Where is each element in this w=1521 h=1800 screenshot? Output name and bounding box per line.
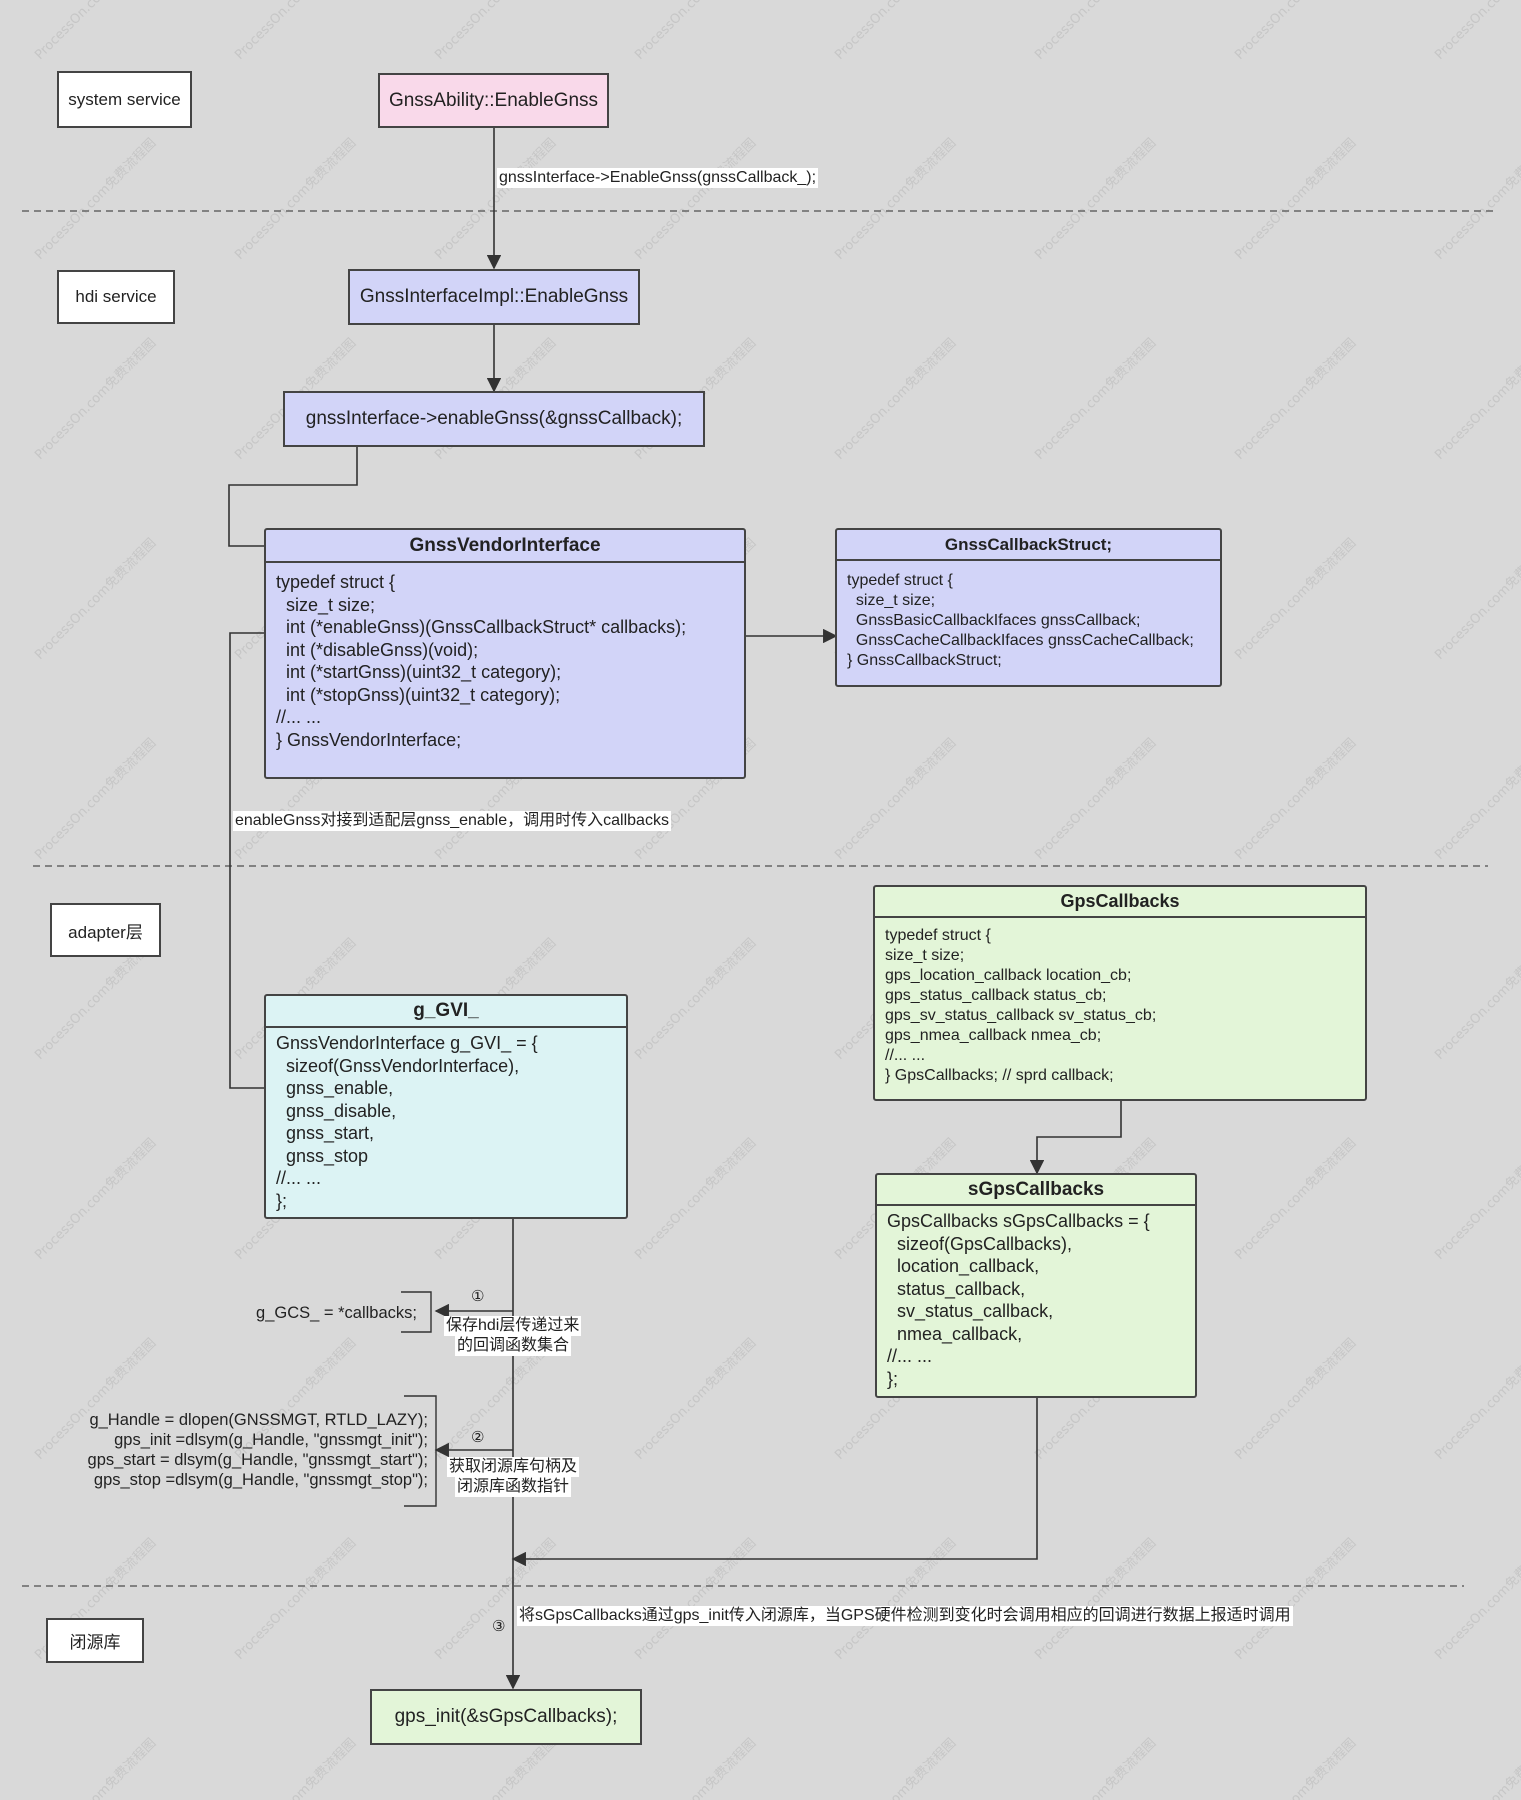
struct-line: nmea_callback,	[887, 1323, 1023, 1344]
struct-line: gps_nmea_callback nmea_cb;	[885, 1027, 1102, 1044]
struct-body: typedef struct { size_t size; int (*enab…	[266, 563, 744, 759]
struct-line: GnssCacheCallbackIfaces gnssCacheCallbac…	[847, 632, 1194, 649]
struct-title: GnssVendorInterface	[266, 530, 744, 563]
struct-line: size_t size;	[885, 947, 965, 964]
bracket-gcs	[401, 1291, 432, 1333]
struct-gps-callbacks[interactable]: GpsCallbacks typedef struct { size_t size…	[873, 885, 1367, 1101]
struct-line: status_callback,	[887, 1278, 1026, 1299]
struct-line: gnss_stop	[276, 1145, 369, 1166]
edge-label-save-note-2: 的回调函数集合	[455, 1336, 572, 1356]
layer-label-system: system service	[57, 71, 192, 128]
edge-label-handle-note-2: 闭源库函数指针	[455, 1477, 572, 1497]
layer-label-closed: 闭源库	[46, 1618, 144, 1663]
struct-line: gps_status_callback status_cb;	[885, 987, 1107, 1004]
step-mark-3: ③	[492, 1618, 506, 1635]
code-line: gps_start = dlsym(g_Handle, "gnssmgt_sta…	[87, 1451, 428, 1469]
code-gcs-assign: g_GCS_ = *callbacks;	[256, 1304, 417, 1322]
struct-line: } GnssCallbackStruct;	[847, 652, 1002, 669]
struct-body: typedef struct { size_t size; gps_location…	[875, 918, 1365, 1094]
struct-line: typedef struct {	[885, 927, 991, 944]
layer-label-adapter: adapter层	[50, 903, 161, 957]
struct-line: GnssBasicCallbackIfaces gnssCallback;	[847, 612, 1141, 629]
struct-body: GnssVendorInterface g_GVI_ = { sizeof(Gn…	[266, 1028, 626, 1217]
struct-line: GpsCallbacks sGpsCallbacks = {	[887, 1211, 1150, 1231]
struct-title: g_GVI_	[266, 996, 626, 1028]
struct-line: gnss_start,	[276, 1123, 375, 1143]
edge-call-vendor	[228, 446, 358, 547]
struct-line: int (*disableGnss)(void);	[276, 639, 479, 660]
node-gnss-impl-enable[interactable]: GnssInterfaceImpl::EnableGnss	[348, 269, 640, 325]
struct-title: GnssCallbackStruct;	[837, 530, 1220, 561]
struct-line: sv_status_callback,	[887, 1301, 1054, 1321]
struct-line: int (*startGnss)(uint32_t category);	[276, 662, 562, 682]
struct-line: //... ...	[276, 707, 322, 727]
struct-line: //... ...	[276, 1168, 322, 1188]
struct-body: typedef struct { size_t size; GnssBasicC…	[837, 561, 1220, 679]
code-line: gps_init =dlsym(g_Handle, "gnssmgt_init"…	[114, 1431, 428, 1449]
code-line: gps_stop =dlsym(g_Handle, "gnssmgt_stop"…	[93, 1471, 428, 1489]
struct-line: size_t size;	[276, 594, 376, 615]
node-enable-gnss-call[interactable]: gnssInterface->enableGnss(&gnssCallback)…	[283, 391, 705, 447]
step-mark-2: ②	[471, 1429, 485, 1446]
code-dlopen-block: g_Handle = dlopen(GNSSMGT, RTLD_LAZY);gp…	[88, 1410, 428, 1490]
struct-line: gps_sv_status_callback sv_status_cb;	[885, 1007, 1157, 1024]
struct-line: location_callback,	[887, 1256, 1040, 1276]
node-gps-init-call[interactable]: gps_init(&sGpsCallbacks);	[370, 1689, 642, 1745]
edge-label-handle-note-1: 获取闭源库句柄及	[447, 1457, 580, 1477]
struct-line: gnss_disable,	[276, 1100, 397, 1121]
struct-line: //... ...	[885, 1047, 926, 1064]
struct-line: gps_location_callback location_cb;	[885, 967, 1132, 984]
struct-line: int (*enableGnss)(GnssCallbackStruct* ca…	[276, 617, 687, 637]
struct-title: sGpsCallbacks	[877, 1175, 1195, 1206]
edge-sgps-trunk	[511, 1398, 1038, 1567]
edge-label-enable-call: gnssInterface->EnableGnss(gnssCallback_)…	[497, 168, 819, 188]
edge-gpscallbacks-sgps	[1029, 1101, 1122, 1175]
code-line: g_Handle = dlopen(GNSSMGT, RTLD_LAZY);	[89, 1411, 428, 1429]
struct-line: //... ...	[887, 1346, 933, 1366]
layer-label-hdi: hdi service	[57, 270, 175, 324]
struct-line: typedef struct {	[847, 572, 953, 589]
struct-line: } GnssVendorInterface;	[276, 729, 462, 750]
struct-line: };	[887, 1368, 899, 1389]
edge-label-enable-note: enableGnss对接到适配层gnss_enable，调用时传入callbac…	[233, 811, 671, 831]
struct-line: int (*stopGnss)(uint32_t category);	[276, 684, 561, 705]
struct-line: typedef struct {	[276, 572, 396, 592]
struct-line: sizeof(GnssVendorInterface),	[276, 1055, 520, 1076]
struct-line: } GpsCallbacks; // sprd callback;	[885, 1067, 1114, 1084]
struct-g-gvi[interactable]: g_GVI_ GnssVendorInterface g_GVI_ = { si…	[264, 994, 628, 1219]
struct-line: sizeof(GpsCallbacks),	[887, 1233, 1073, 1254]
edge-label-save-note-1: 保存hdi层传递过来	[444, 1316, 582, 1336]
edge-label-init-note: 将sGpsCallbacks通过gps_init传入闭源库，当GPS硬件检测到变…	[517, 1606, 1293, 1626]
bracket-dlopen	[404, 1395, 437, 1507]
struct-body: GpsCallbacks sGpsCallbacks = { sizeof(Gp…	[877, 1206, 1195, 1396]
step-mark-1: ①	[471, 1288, 485, 1305]
struct-gnss-callback-struct[interactable]: GnssCallbackStruct; typedef struct { siz…	[835, 528, 1222, 687]
struct-line: };	[276, 1190, 288, 1211]
struct-gnss-vendor-interface[interactable]: GnssVendorInterface typedef struct { siz…	[264, 528, 746, 779]
struct-line: size_t size;	[847, 592, 936, 609]
struct-line: GnssVendorInterface g_GVI_ = {	[276, 1033, 538, 1053]
struct-line: gnss_enable,	[276, 1078, 394, 1098]
struct-s-gps-callbacks[interactable]: sGpsCallbacks GpsCallbacks sGpsCallbacks…	[875, 1173, 1197, 1398]
node-gnss-ability-enable[interactable]: GnssAbility::EnableGnss	[378, 73, 609, 128]
struct-title: GpsCallbacks	[875, 887, 1365, 918]
